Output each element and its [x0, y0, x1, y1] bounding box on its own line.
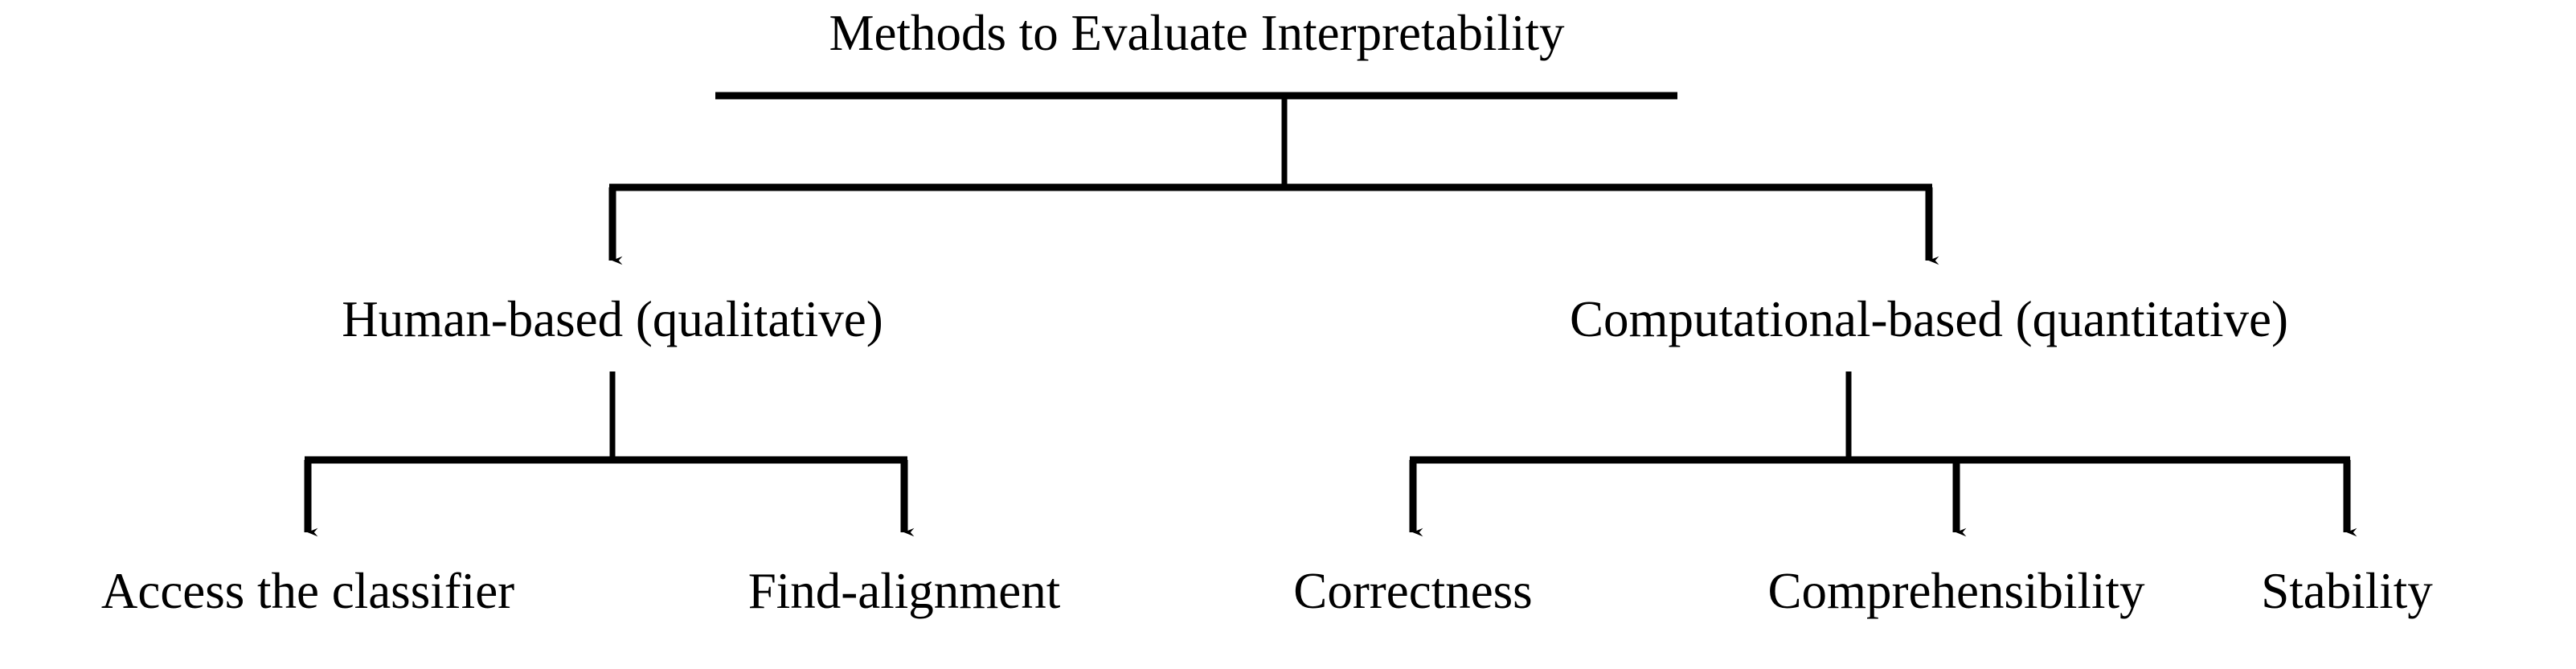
node-stability: Stability	[2261, 563, 2433, 619]
node-computational-based-quantitative: Computational-based (quantitative)	[1570, 291, 2288, 347]
node-access-the-classifier: Access the classifier	[100, 563, 515, 619]
node-human-based-qualitative: Human-based (qualitative)	[342, 291, 883, 347]
node-root-methods-to-evaluate-interpretability: Methods to Evaluate Interpretability	[829, 5, 1565, 61]
node-correctness: Correctness	[1293, 563, 1533, 619]
node-find-alignment: Find-alignment	[747, 563, 1061, 619]
node-comprehensibility: Comprehensibility	[1767, 563, 2145, 619]
